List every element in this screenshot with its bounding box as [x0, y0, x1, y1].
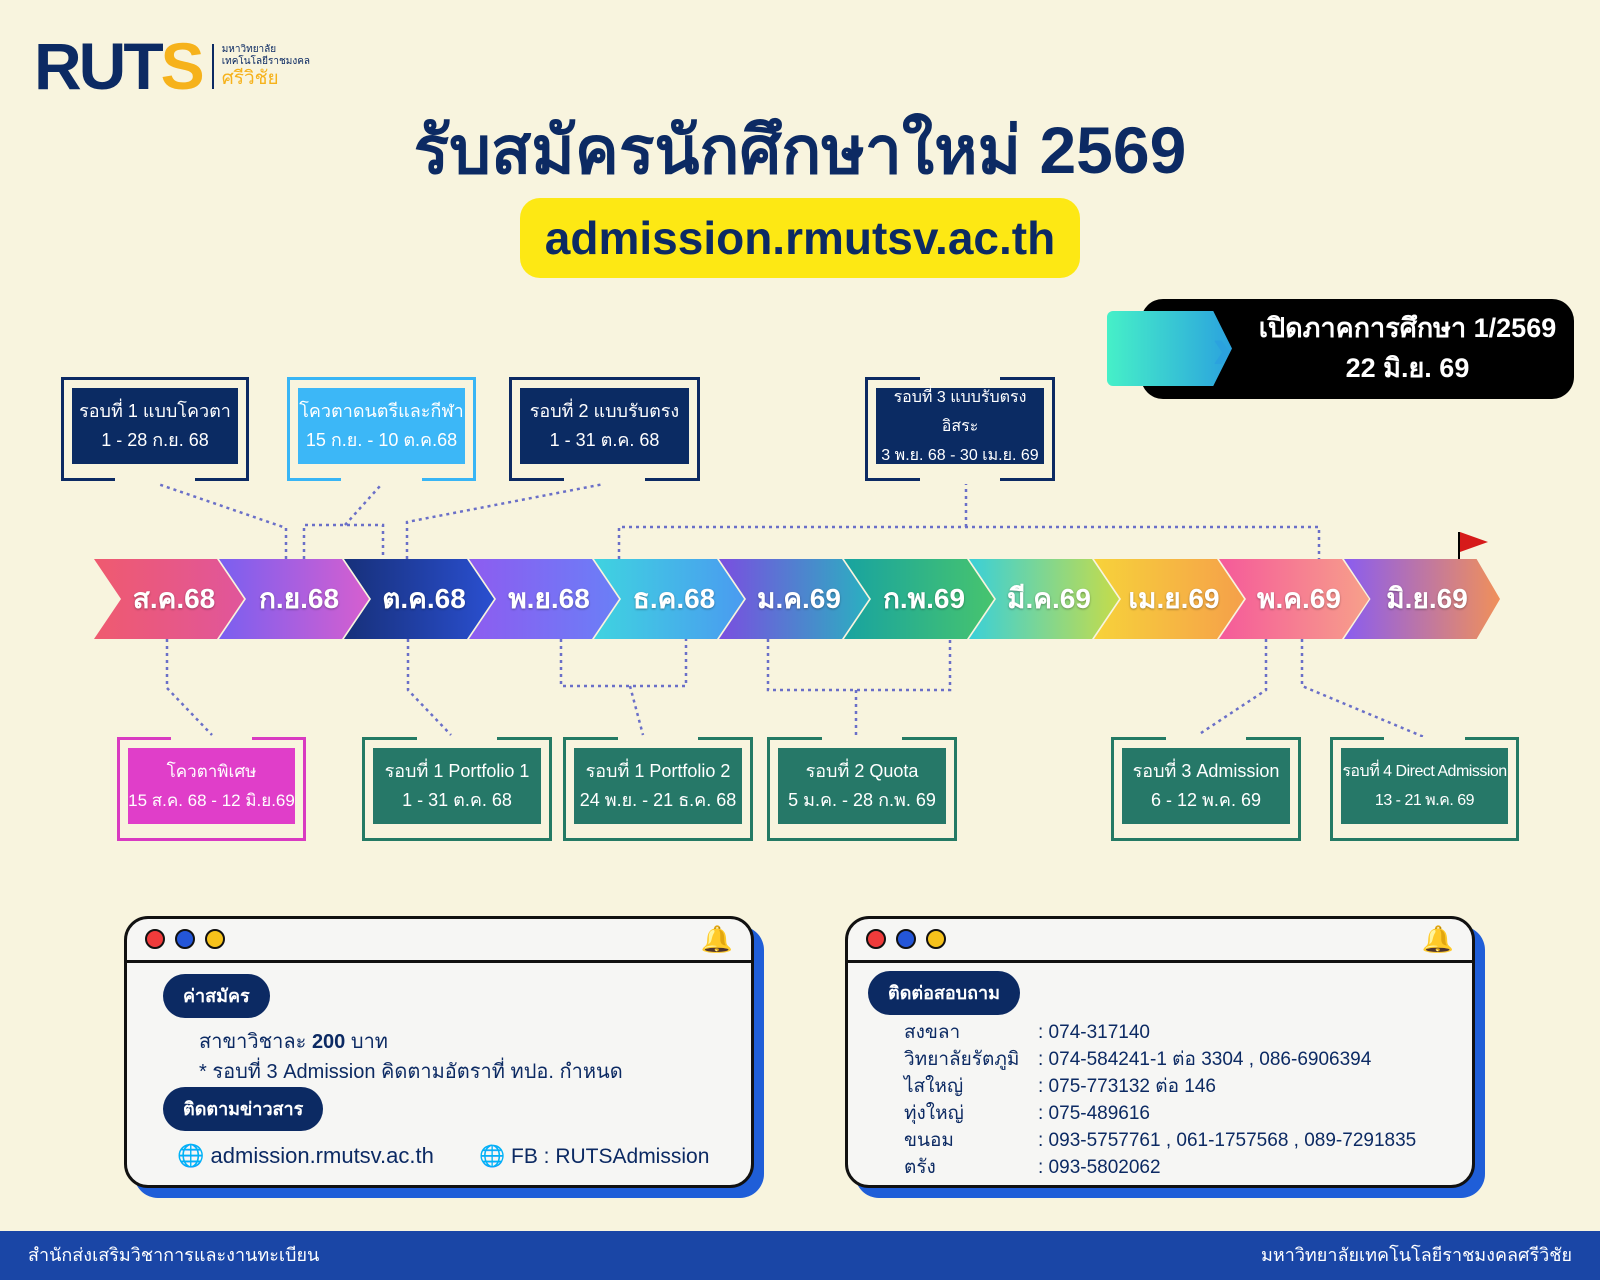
page-title: รับสมัครนักศึกษาใหม่ 2569 — [413, 113, 1187, 187]
footer-university: มหาวิทยาลัยเทคโนโลยีราชมงคลศรีวิชัย — [1260, 1245, 1572, 1265]
connector — [559, 639, 688, 736]
yellow-dot-icon — [205, 929, 225, 949]
news-label: ติดตามข่าวสาร — [163, 1087, 324, 1131]
connector — [1197, 639, 1268, 737]
contact-panel: 🔔 ติดต่อสอบถาม สงขลา วิทยาลัยรัตภูมิ ไสใ… — [845, 916, 1475, 1188]
fee-info-panel: 🔔 ค่าสมัคร สาขาวิชาละ 200 บาท * รอบที่ 3… — [124, 916, 754, 1188]
logo-text: มหาวิทยาลัยเทคโนโลยีราชมงคลศรีวิชัย — [211, 43, 310, 89]
logo-mark: RUT — [34, 29, 164, 103]
chevron-right-icon: › — [1212, 314, 1232, 381]
month-apr-69: เม.ย.69 — [1094, 559, 1244, 639]
yellow-dot-icon — [926, 929, 946, 949]
month-timeline: ส.ค.68 ก.ย.68 ต.ค.68 พ.ย.68 ธ.ค.68 ม.ค.6… — [94, 559, 1500, 639]
month-may-69: พ.ค.69 — [1219, 559, 1369, 639]
connector — [157, 482, 288, 559]
blue-dot-icon — [896, 929, 916, 949]
globe-icon: 🌐 — [177, 1143, 205, 1168]
red-dot-icon — [866, 929, 886, 949]
flag-icon — [1460, 532, 1488, 552]
globe-icon: 🌐 — [479, 1145, 506, 1168]
month-aug-68: ส.ค.68 — [94, 559, 244, 639]
fee-label: ค่าสมัคร — [163, 974, 270, 1018]
connector — [302, 485, 385, 559]
ruts-logo: RUTS มหาวิทยาลัยเทคโนโลยีราชมงคลศรีวิชัย — [34, 28, 310, 104]
blue-dot-icon — [175, 929, 195, 949]
website-link[interactable]: 🌐 admission.rmutsv.ac.th — [177, 1143, 434, 1168]
month-feb-69: ก.พ.69 — [844, 559, 994, 639]
fee-note: * รอบที่ 3 Admission คิดตามอัตราที่ ทปอ.… — [199, 1061, 623, 1083]
footer-office: สำนักส่งเสริมวิชาการและงานทะเบียน — [28, 1245, 320, 1265]
connector — [165, 639, 213, 736]
month-dec-68: ธ.ค.68 — [594, 559, 744, 639]
contact-phones: : 074-317140 : 074-584241-1 ต่อ 3304 , 0… — [1038, 1022, 1417, 1178]
bell-icon: 🔔 — [700, 924, 733, 954]
contact-campuses: สงขลา วิทยาลัยรัตภูมิ ไสใหญ่ ทุ่งใหญ่ ขน… — [904, 1022, 1020, 1178]
footer: สำนักส่งเสริมวิชาการและงานทะเบียน มหาวิท… — [0, 1231, 1600, 1280]
facebook-link[interactable]: 🌐 FB : RUTSAdmission — [479, 1145, 710, 1168]
contact-label: ติดต่อสอบถาม — [868, 971, 1020, 1015]
logo-mark-s: S — [160, 29, 205, 103]
red-dot-icon — [145, 929, 165, 949]
fee-text: สาขาวิชาละ 200 บาท — [199, 1031, 388, 1053]
connector — [1300, 639, 1425, 739]
connector — [766, 639, 952, 735]
connector — [405, 482, 605, 559]
connector — [617, 484, 1321, 559]
bell-icon: 🔔 — [1421, 924, 1454, 954]
term-arrow-shape — [1107, 311, 1232, 386]
admission-url[interactable]: admission.rmutsv.ac.th — [520, 198, 1080, 278]
connector — [406, 639, 452, 736]
month-jan-69: ม.ค.69 — [719, 559, 869, 639]
